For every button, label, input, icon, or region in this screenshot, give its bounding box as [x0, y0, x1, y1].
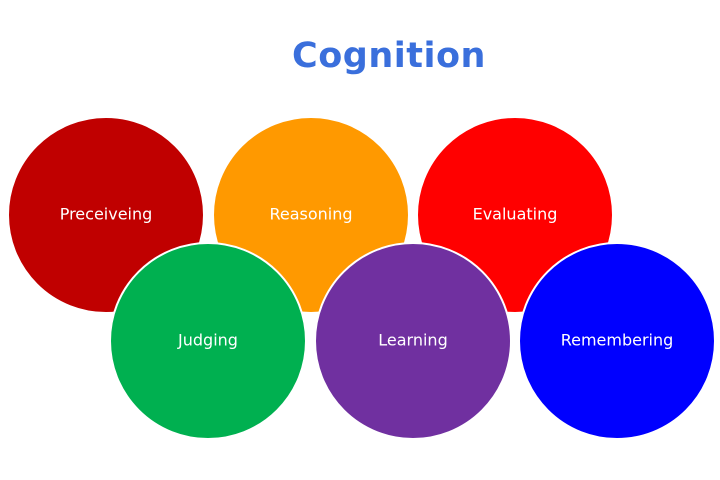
diagram-title: Cognition — [292, 36, 486, 76]
circle-learning: Learning — [314, 242, 512, 440]
circle-label-remembering: Remembering — [561, 331, 674, 350]
circle-shape-judging — [109, 242, 307, 440]
circle-judging: Judging — [109, 242, 307, 440]
circle-label-judging: Judging — [177, 331, 238, 350]
circle-label-reasoning: Reasoning — [269, 205, 352, 224]
circle-shape-learning — [314, 242, 512, 440]
circle-label-evaluating: Evaluating — [473, 205, 558, 224]
circle-remembering: Remembering — [518, 242, 716, 440]
circle-label-learning: Learning — [378, 331, 447, 350]
circle-shape-remembering — [518, 242, 716, 440]
circle-label-preceiveing: Preceiveing — [60, 205, 153, 224]
